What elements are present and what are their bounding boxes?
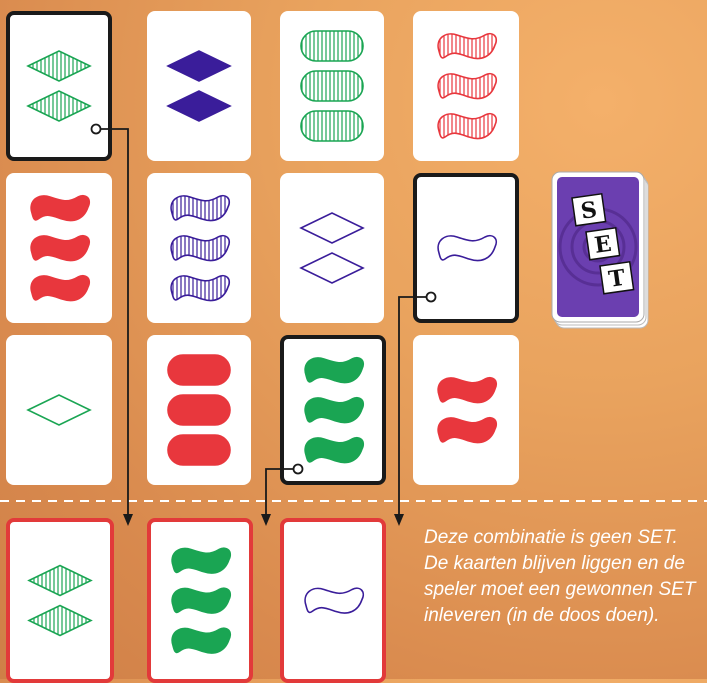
purple-diamond-symbol [301, 253, 363, 283]
card-r1c2[interactable] [147, 11, 251, 161]
red-squiggle-symbol [438, 74, 496, 99]
green-diamond-symbol [28, 51, 90, 81]
card-r1c1[interactable] [6, 11, 112, 161]
caption-text: Deze combinatie is geen SET. De kaarten … [424, 525, 704, 629]
purple-squiggle-symbol [171, 276, 229, 301]
arrow-2 [261, 514, 271, 526]
green-oval-symbol [301, 111, 363, 141]
deck-logo-letter: T [600, 262, 634, 294]
green-squiggle-symbol [172, 548, 230, 573]
purple-squiggle-symbol [305, 588, 363, 613]
green-diamond-symbol [29, 606, 91, 636]
red-squiggle-symbol [438, 114, 496, 139]
purple-squiggle-symbol [438, 236, 496, 261]
card-res1 [6, 518, 114, 683]
card-r3c1[interactable] [6, 335, 112, 485]
purple-diamond-symbol [168, 51, 230, 81]
green-oval-symbol [301, 31, 363, 61]
red-squiggle-symbol [31, 236, 89, 261]
card-r2c4[interactable] [413, 173, 519, 323]
red-oval-symbol [168, 435, 230, 465]
card-res2 [147, 518, 253, 683]
card-r3c2[interactable] [147, 335, 251, 485]
green-diamond-symbol [28, 395, 90, 425]
deck-logo-letter: S [572, 194, 606, 226]
red-oval-symbol [168, 355, 230, 385]
green-squiggle-symbol [172, 588, 230, 613]
card-r2c3[interactable] [280, 173, 384, 323]
arrow-1 [123, 514, 133, 526]
green-squiggle-symbol [172, 628, 230, 653]
green-diamond-symbol [29, 566, 91, 596]
purple-diamond-symbol [168, 91, 230, 121]
card-r3c3[interactable] [280, 335, 386, 485]
card-r2c1[interactable] [6, 173, 112, 323]
purple-diamond-symbol [301, 213, 363, 243]
red-squiggle-symbol [31, 276, 89, 301]
card-r1c4[interactable] [413, 11, 519, 161]
svg-text:E: E [593, 231, 613, 259]
arrow-3 [394, 514, 404, 526]
red-squiggle-symbol [438, 378, 496, 403]
purple-squiggle-symbol [171, 196, 229, 221]
red-squiggle-symbol [438, 34, 496, 59]
card-res3 [280, 518, 386, 683]
green-squiggle-symbol [305, 358, 363, 383]
green-oval-symbol [301, 71, 363, 101]
deck-logo-letter: E [586, 228, 620, 260]
green-squiggle-symbol [305, 398, 363, 423]
card-r2c2[interactable] [147, 173, 251, 323]
purple-squiggle-symbol [171, 236, 229, 261]
green-squiggle-symbol [305, 438, 363, 463]
red-oval-symbol [168, 395, 230, 425]
card-r1c3[interactable] [280, 11, 384, 161]
red-squiggle-symbol [31, 196, 89, 221]
red-squiggle-symbol [438, 418, 496, 443]
card-r3c4[interactable] [413, 335, 519, 485]
green-diamond-symbol [28, 91, 90, 121]
